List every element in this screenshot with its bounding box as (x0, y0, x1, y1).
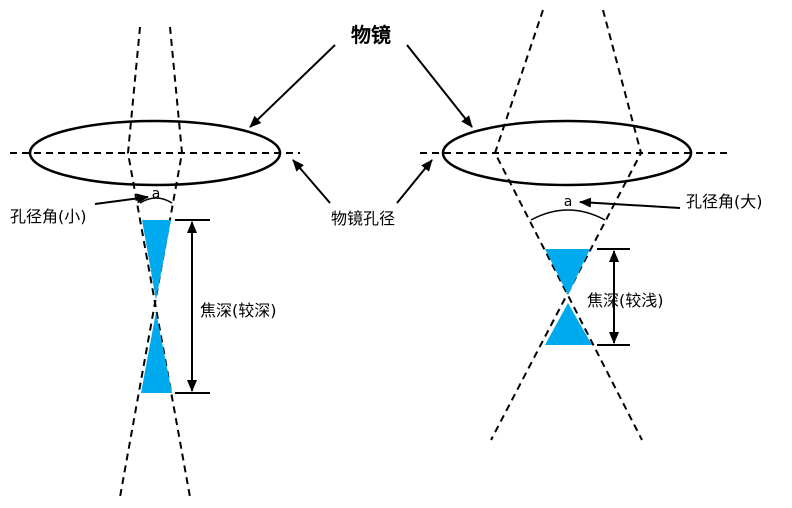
right-ray-right (490, 9, 643, 441)
right-focus-cone-bottom (545, 303, 592, 345)
aperture-angle-small-label: 孔径角(小) (10, 207, 87, 226)
large-angle-symbol: a (564, 194, 573, 210)
left-ray-left (126, 26, 191, 498)
aperture-arrow-left (292, 159, 331, 204)
depth-of-focus-shallow-label: 焦深(较浅) (587, 291, 664, 310)
aperture-arrow-right (396, 159, 433, 204)
objective-arrow-right (406, 44, 473, 128)
right-objective-lens (441, 119, 693, 187)
left-focus-cone-top (142, 220, 171, 300)
right-aperture-angle-arc (530, 209, 606, 221)
right-optical-system (420, 9, 728, 441)
left-objective-lens (28, 119, 282, 187)
objective-arrow-left (249, 44, 336, 128)
left-ray-right (119, 26, 184, 498)
aperture-angle-large-label: 孔径角(大) (686, 192, 763, 211)
small-angle-symbol: a (152, 186, 161, 202)
annotation-arrows (94, 44, 681, 209)
left-focus-cone-bottom (141, 312, 172, 393)
right-focus-cone-top (545, 249, 590, 295)
depth-of-focus-deep-label: 焦深(较深) (200, 301, 277, 320)
objective-label: 物镜 (351, 23, 391, 47)
right-ray-left (493, 9, 643, 441)
small-angle-arrow (94, 193, 149, 205)
large-angle-arrow (579, 197, 681, 209)
left-optical-system (10, 26, 300, 498)
objective-aperture-label: 物镜孔径 (331, 209, 395, 228)
